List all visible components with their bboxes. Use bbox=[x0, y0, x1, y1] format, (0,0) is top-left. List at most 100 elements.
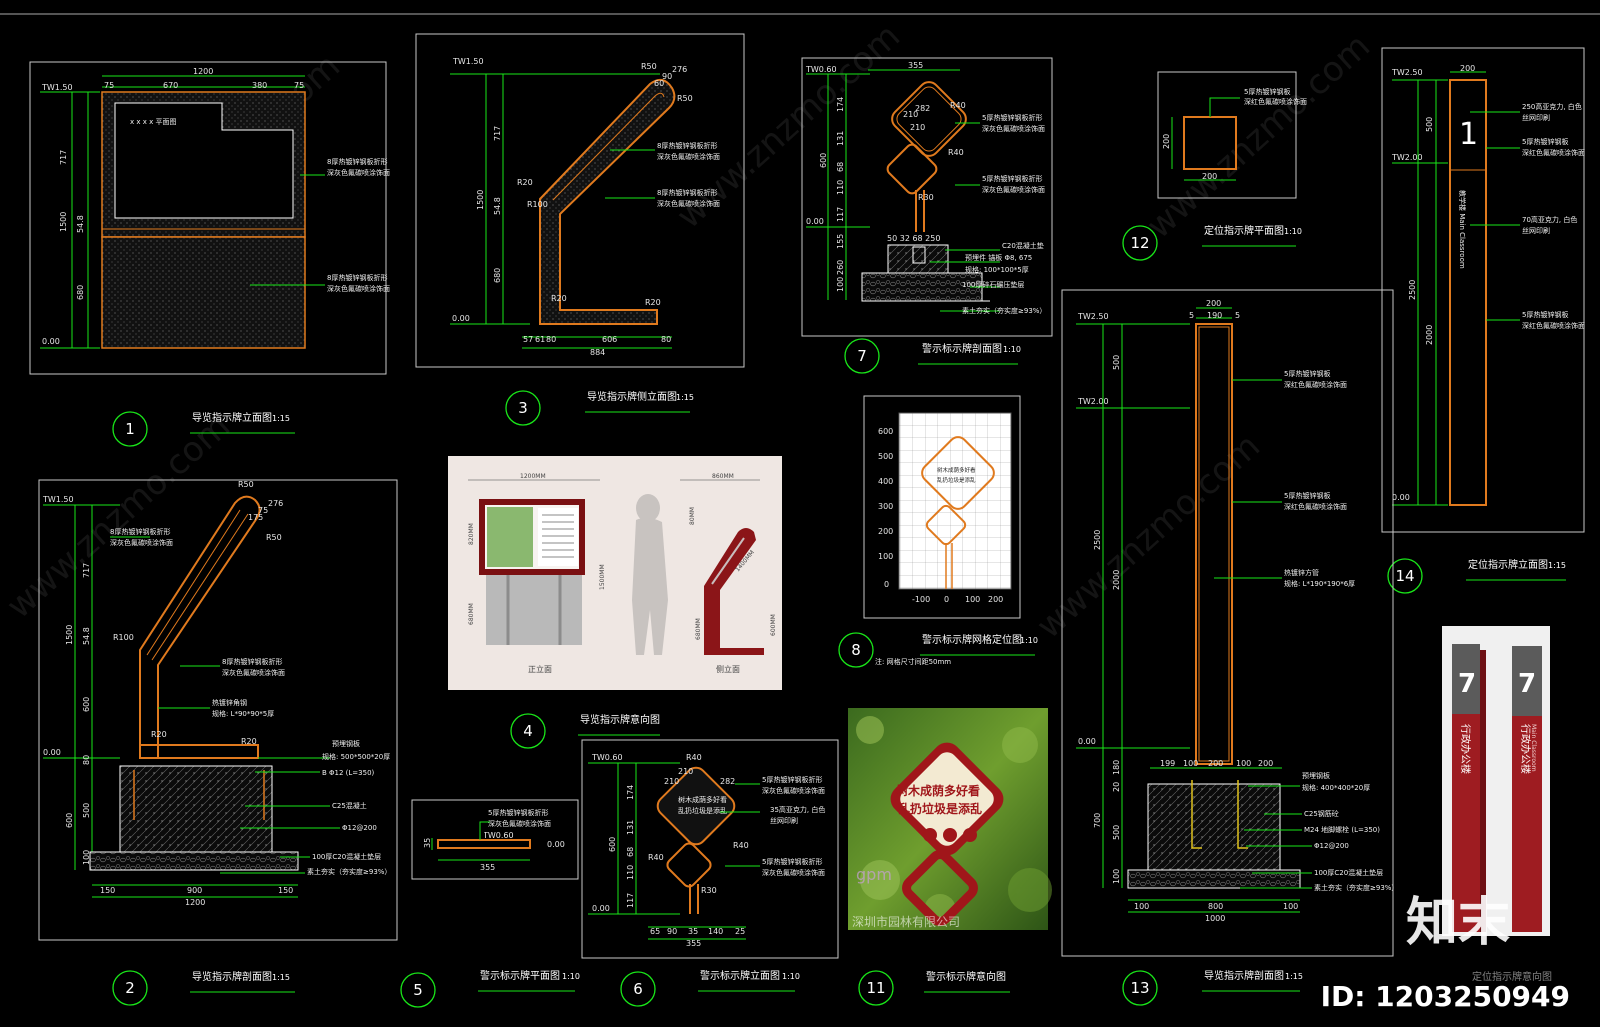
radius-label: R50 bbox=[677, 94, 693, 103]
drawing-scale: 1:10 bbox=[1003, 345, 1021, 354]
note: C25钢筋砼 bbox=[1304, 809, 1339, 818]
view-label: 正立面 bbox=[528, 664, 552, 674]
dim-label: 282 bbox=[915, 104, 930, 113]
drawing-number-circle bbox=[510, 713, 546, 749]
note: 规格: 400*400*20厚 bbox=[1302, 783, 1370, 792]
sign-text: 乱扔垃圾是添乱 bbox=[937, 476, 976, 484]
note: 5厚热镀锌钢板折形 bbox=[982, 174, 1042, 183]
dim-label: 884 bbox=[590, 348, 605, 357]
panel-4-guide-sign-concept: 1200MM 820MM 680MM 1500MM 860MM 80MM 140… bbox=[448, 456, 782, 749]
dim-label: 110 bbox=[626, 865, 635, 880]
level-label: 0.00 bbox=[43, 748, 61, 757]
dim-label: 35 bbox=[688, 927, 698, 936]
dim-label: 35 bbox=[423, 838, 432, 848]
drawing-title: 定位指示牌意向图 bbox=[1472, 970, 1552, 983]
sign-text: 树木成荫多好看 bbox=[896, 783, 980, 798]
radius-label: R40 bbox=[686, 753, 702, 762]
dim-label: 1500 bbox=[59, 212, 68, 232]
panel-13-guide-sign-section: TW2.50 TW2.00 0.00 200 5 190 5 500 2500 … bbox=[1061, 289, 1398, 1006]
axis-tick: 100 bbox=[878, 552, 893, 561]
level-label: TW2.50 bbox=[1077, 312, 1109, 321]
photo-banner: 深圳市园林有限公司 bbox=[852, 914, 960, 929]
note: 100厚碎石碾压垫层 bbox=[962, 280, 1024, 289]
dim-label: 380 bbox=[252, 81, 267, 90]
drawing-number-circle bbox=[844, 338, 880, 374]
dim-label: 140 bbox=[708, 927, 723, 936]
level-label: TW1.50 bbox=[452, 57, 484, 66]
dim-label: 680MM bbox=[468, 603, 475, 625]
dim-label: 75 bbox=[294, 81, 304, 90]
note: 8厚热镀锌钢板折形 bbox=[110, 527, 170, 536]
note: 8厚热镀锌钢板折形 bbox=[327, 273, 387, 282]
level-label: TW0.60 bbox=[805, 65, 837, 74]
dim-label: 282 bbox=[720, 777, 735, 786]
radius-label: R30 bbox=[701, 886, 717, 895]
dim-label: 60 bbox=[654, 79, 664, 88]
drawing-title: 警示标示牌网格定位图 bbox=[922, 633, 1022, 646]
building-name: 行政办公楼 bbox=[1459, 724, 1472, 774]
drawing-title: 警示标示牌剖面图 bbox=[922, 342, 1002, 355]
radius-label: R50 bbox=[266, 533, 282, 542]
dim-label: 80 bbox=[82, 755, 91, 765]
dim-label: 210 bbox=[910, 123, 925, 132]
dim-label: 25 bbox=[735, 927, 745, 936]
note: 5厚热镀锌钢板折形 bbox=[762, 857, 822, 866]
note: 规格: 500*500*20厚 bbox=[322, 752, 390, 761]
radius-label: R50 bbox=[641, 62, 657, 71]
axis-tick: 400 bbox=[878, 477, 893, 486]
note: 深灰色氟碳喷涂饰面 bbox=[327, 168, 390, 177]
note: 深红色氟碳喷涂饰面 bbox=[1284, 380, 1347, 389]
radius-label: R40 bbox=[950, 101, 966, 110]
level-label: 0.00 bbox=[547, 840, 565, 849]
dim-label: 20 bbox=[1112, 782, 1121, 792]
radius-label: R40 bbox=[733, 841, 749, 850]
drawing-title: 导览指示牌意向图 bbox=[580, 713, 660, 726]
sign-text: 树木成荫多好看 bbox=[678, 795, 727, 804]
no-pets-icon bbox=[963, 828, 977, 842]
note: 深灰色氟碳喷涂饰面 bbox=[762, 786, 825, 795]
note: 规格: L*190*190*6厚 bbox=[1284, 579, 1355, 588]
radius-label: R20 bbox=[517, 178, 533, 187]
dim-label: 199 bbox=[1160, 759, 1175, 768]
note: 深灰色氟碳喷涂饰面 bbox=[222, 668, 285, 677]
level-label: 0.00 bbox=[42, 337, 60, 346]
dim-label: 200 bbox=[1208, 759, 1223, 768]
level-label: 0.00 bbox=[806, 217, 824, 226]
axis-tick: 200 bbox=[878, 527, 893, 536]
note: 5厚热镀锌钢板 bbox=[1284, 369, 1330, 378]
panel-14-locator-sign-elevation: TW2.50 TW2.00 0.00 200 500 2500 2000 1 教… bbox=[1381, 47, 1585, 594]
note: 深红色氟碳喷涂饰面 bbox=[1244, 97, 1307, 106]
dim-label: 80 bbox=[661, 335, 671, 344]
note: 预埋件 锚板 Φ8, 675 bbox=[965, 253, 1032, 262]
building-name: 行政办公楼 bbox=[1519, 724, 1532, 774]
dim-label: 180 bbox=[1112, 760, 1121, 775]
note: 热镀锌方管 bbox=[1284, 568, 1319, 577]
note: 深灰色氟碳喷涂饰面 bbox=[327, 284, 390, 293]
dim-label: 600 bbox=[82, 697, 91, 712]
note: 预埋钢板 bbox=[1302, 771, 1330, 780]
dim-label: 355 bbox=[480, 863, 495, 872]
dim-label: 210 bbox=[678, 767, 693, 776]
dim-label: 717 bbox=[82, 563, 91, 578]
dim-label: 276 bbox=[672, 65, 687, 74]
panel-2-guide-sign-section: TW1.50 0.00 717 54.8 1500 600 80 350 500… bbox=[38, 479, 398, 1006]
dim-label: 355 bbox=[908, 61, 923, 70]
dim-label: 600 bbox=[608, 837, 617, 852]
dim-label: 1500 bbox=[65, 625, 74, 645]
note: 深灰色氟碳喷涂饰面 bbox=[982, 124, 1045, 133]
axis-tick: 100 bbox=[965, 595, 980, 604]
drawing-number: 8 bbox=[851, 641, 861, 659]
building-english: Main Classroom bbox=[1530, 724, 1537, 772]
dim-label: 1500MM bbox=[599, 564, 606, 590]
note: 深灰色氟碳喷涂饰面 bbox=[488, 819, 551, 828]
drawing-number: 3 bbox=[518, 399, 528, 417]
radius-label: R50 bbox=[238, 480, 254, 489]
note: 8厚热镀锌钢板折形 bbox=[327, 157, 387, 166]
axis-tick: 300 bbox=[878, 502, 893, 511]
radius-label: R40 bbox=[948, 148, 964, 157]
drawing-number: 11 bbox=[866, 979, 885, 997]
drawing-scale: 1:15 bbox=[676, 393, 694, 402]
drawing-title: 导览指示牌侧立面图 bbox=[587, 390, 677, 403]
level-label: TW0.60 bbox=[482, 831, 514, 840]
drawing-scale: 1:10 bbox=[782, 972, 800, 981]
